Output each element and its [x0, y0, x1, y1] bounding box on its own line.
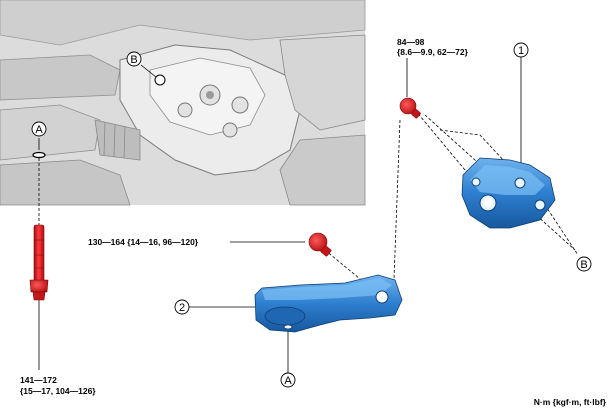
callout-item-2: 2	[174, 299, 190, 315]
svg-text:B: B	[130, 54, 137, 66]
torque-long-line1: 141—172	[20, 375, 57, 385]
torque-rod	[254, 274, 403, 333]
engine-mount-bracket	[461, 157, 556, 229]
torque-long-line2: {15—17, 104—126}	[20, 386, 96, 396]
top-bolt	[399, 97, 421, 119]
engine-compartment-photo	[0, 0, 366, 206]
mid-bolt	[308, 232, 332, 257]
units-label: N·m {kgf·m, ft·lbf}	[534, 397, 607, 407]
torque-top-line2: {8.6—9.9, 62—72}	[397, 47, 469, 57]
svg-text:2: 2	[179, 302, 185, 314]
svg-text:A: A	[35, 124, 43, 136]
svg-text:B: B	[580, 259, 587, 271]
torque-mid: 130—164 {14—16, 96—120}	[88, 237, 199, 247]
leader-lines	[38, 57, 579, 373]
callout-B-right: B	[576, 256, 592, 272]
callout-A-bottom: A	[280, 372, 296, 388]
callout-item-1: 1	[513, 42, 529, 58]
long-bolt	[29, 224, 49, 301]
svg-text:1: 1	[518, 45, 524, 57]
callout-A-top: A	[31, 121, 47, 137]
svg-text:A: A	[284, 375, 292, 387]
callout-B-photo: B	[126, 51, 142, 67]
leader-B-photo	[140, 64, 157, 78]
torque-top-line1: 84—98	[397, 37, 425, 47]
